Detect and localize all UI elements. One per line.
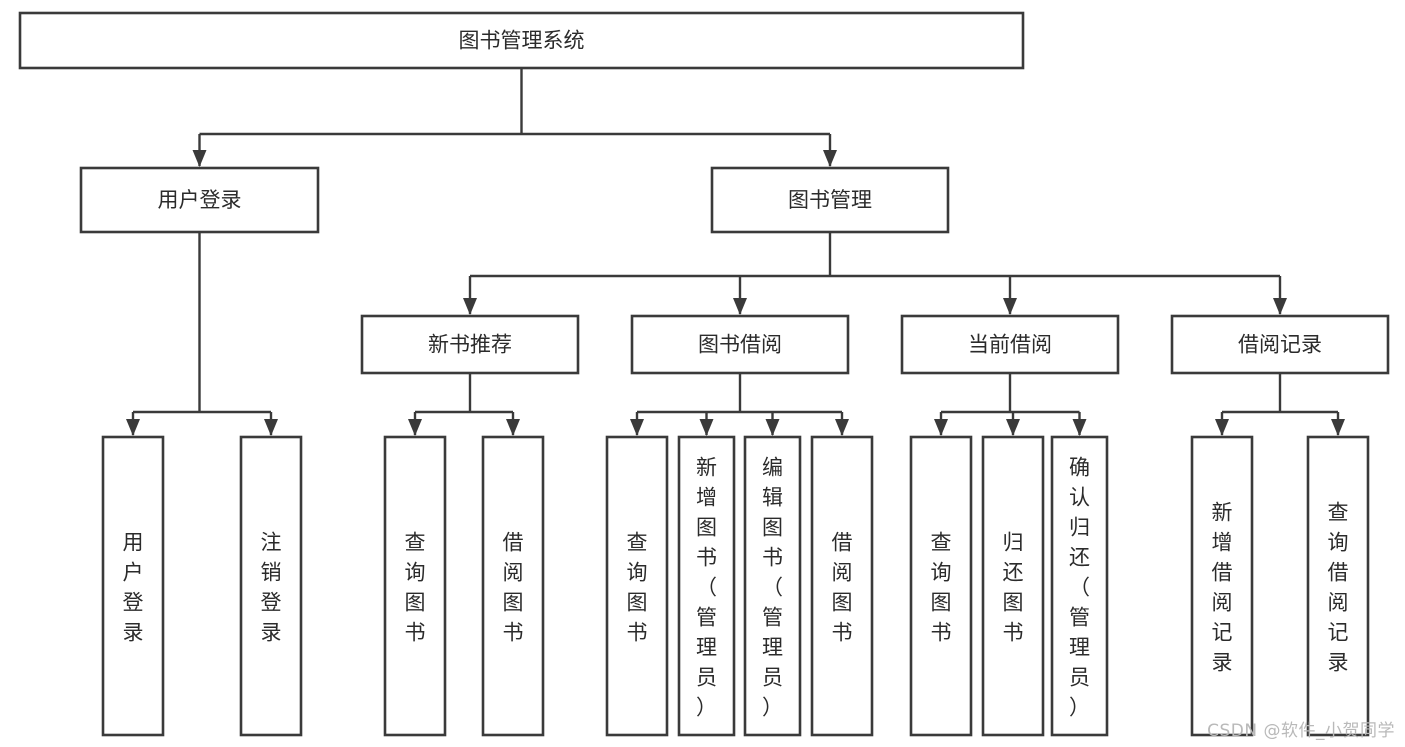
node-leaf-edit-book-admin[interactable]: 编辑图书（管理员）	[743, 435, 802, 737]
arrow-head-icon	[1273, 298, 1287, 315]
arrow-head-icon	[1006, 419, 1020, 436]
node-leaf-logout-login-label: 注销登录	[261, 530, 282, 644]
node-leaf-return-book-label: 归还图书	[1003, 530, 1024, 644]
node-leaf-query-book-3[interactable]: 查询图书	[909, 435, 973, 737]
node-root-box[interactable]	[18, 11, 1025, 70]
node-leaf-edit-book-admin-label: 编辑图书（管理员）	[762, 455, 783, 719]
node-leaf-add-record[interactable]: 新增借阅记录	[1190, 435, 1254, 737]
node-book-manage-label: 图书管理	[788, 188, 872, 212]
node-user-login[interactable]: 用户登录	[79, 166, 320, 234]
arrow-head-icon	[699, 419, 714, 436]
node-leaf-logout-login[interactable]: 注销登录	[239, 435, 303, 737]
node-leaf-query-record[interactable]: 查询借阅记录	[1306, 435, 1370, 737]
node-leaf-query-book-2-label: 查询图书	[627, 530, 648, 644]
node-leaf-borrow-book-2[interactable]: 借阅图书	[810, 435, 874, 737]
node-book-borrow-box[interactable]	[630, 314, 850, 375]
node-leaf-borrow-book-2-label: 借阅图书	[832, 530, 853, 644]
node-leaf-query-book-1-label: 查询图书	[405, 530, 426, 644]
node-leaf-add-record-box[interactable]	[1190, 435, 1254, 737]
node-leaf-user-login[interactable]: 用户登录	[101, 435, 165, 737]
node-new-book-rec-label: 新书推荐	[428, 333, 512, 357]
arrow-head-icon	[1072, 419, 1087, 436]
arrow-head-icon	[1331, 419, 1345, 436]
node-leaf-return-book[interactable]: 归还图书	[981, 435, 1045, 737]
node-book-borrow[interactable]: 图书借阅	[630, 314, 850, 375]
node-current-borrow[interactable]: 当前借阅	[900, 314, 1120, 375]
arrow-head-icon	[630, 419, 644, 436]
node-leaf-borrow-book-1[interactable]: 借阅图书	[481, 435, 545, 737]
node-leaf-query-record-box[interactable]	[1306, 435, 1370, 737]
node-leaf-add-record-label: 新增借阅记录	[1212, 500, 1233, 674]
arrow-head-icon	[1003, 298, 1017, 315]
node-root-label: 图书管理系统	[459, 29, 585, 53]
node-user-login-label: 用户登录	[158, 188, 242, 212]
node-leaf-confirm-return-admin[interactable]: 确认归还（管理员）	[1050, 435, 1109, 737]
node-current-borrow-box[interactable]	[900, 314, 1120, 375]
node-leaf-user-login-label: 用户登录	[123, 530, 144, 644]
node-borrow-record[interactable]: 借阅记录	[1170, 314, 1390, 375]
arrow-head-icon	[463, 298, 477, 315]
arrow-head-icon	[126, 419, 140, 436]
arrow-head-icon	[934, 419, 948, 436]
arrow-head-icon	[733, 298, 747, 315]
node-leaf-add-book-admin[interactable]: 新增图书（管理员）	[677, 435, 736, 737]
arrow-head-icon	[765, 419, 780, 436]
arrow-head-icon	[835, 419, 849, 436]
node-borrow-record-label: 借阅记录	[1238, 333, 1322, 357]
arrow-head-icon	[823, 150, 837, 167]
node-leaf-query-book-2-box[interactable]	[605, 435, 669, 737]
edges-layer	[126, 68, 1345, 436]
node-leaf-add-book-admin-box[interactable]	[677, 435, 736, 737]
node-leaf-borrow-book-2-box[interactable]	[810, 435, 874, 737]
arrow-head-icon	[1215, 419, 1229, 436]
node-book-borrow-label: 图书借阅	[698, 333, 782, 357]
node-root[interactable]: 图书管理系统	[18, 11, 1025, 70]
node-leaf-query-book-3-label: 查询图书	[931, 530, 952, 644]
node-current-borrow-label: 当前借阅	[968, 333, 1052, 357]
node-leaf-user-login-box[interactable]	[101, 435, 165, 737]
node-new-book-rec-box[interactable]	[360, 314, 580, 375]
node-leaf-add-book-admin-label: 新增图书（管理员）	[696, 455, 717, 719]
node-user-login-box[interactable]	[79, 166, 320, 234]
node-leaf-borrow-book-1-box[interactable]	[481, 435, 545, 737]
arrow-head-icon	[192, 150, 207, 167]
node-leaf-logout-login-box[interactable]	[239, 435, 303, 737]
arrow-head-icon	[408, 419, 422, 436]
node-leaf-confirm-return-admin-label: 确认归还（管理员）	[1069, 455, 1090, 719]
node-leaf-query-book-3-box[interactable]	[909, 435, 973, 737]
node-leaf-query-record-label: 查询借阅记录	[1328, 500, 1349, 674]
node-leaf-edit-book-admin-box[interactable]	[743, 435, 802, 737]
nodes-layer: 图书管理系统用户登录图书管理新书推荐图书借阅当前借阅借阅记录用户登录注销登录查询…	[18, 11, 1390, 737]
node-leaf-query-book-2[interactable]: 查询图书	[605, 435, 669, 737]
node-book-manage-box[interactable]	[710, 166, 950, 234]
node-leaf-borrow-book-1-label: 借阅图书	[503, 530, 524, 644]
node-borrow-record-box[interactable]	[1170, 314, 1390, 375]
node-leaf-return-book-box[interactable]	[981, 435, 1045, 737]
node-book-manage[interactable]: 图书管理	[710, 166, 950, 234]
node-new-book-rec[interactable]: 新书推荐	[360, 314, 580, 375]
arrow-head-icon	[506, 419, 520, 436]
arrow-head-icon	[264, 419, 278, 436]
node-leaf-query-book-1-box[interactable]	[383, 435, 447, 737]
node-leaf-query-book-1[interactable]: 查询图书	[383, 435, 447, 737]
node-leaf-confirm-return-admin-box[interactable]	[1050, 435, 1109, 737]
